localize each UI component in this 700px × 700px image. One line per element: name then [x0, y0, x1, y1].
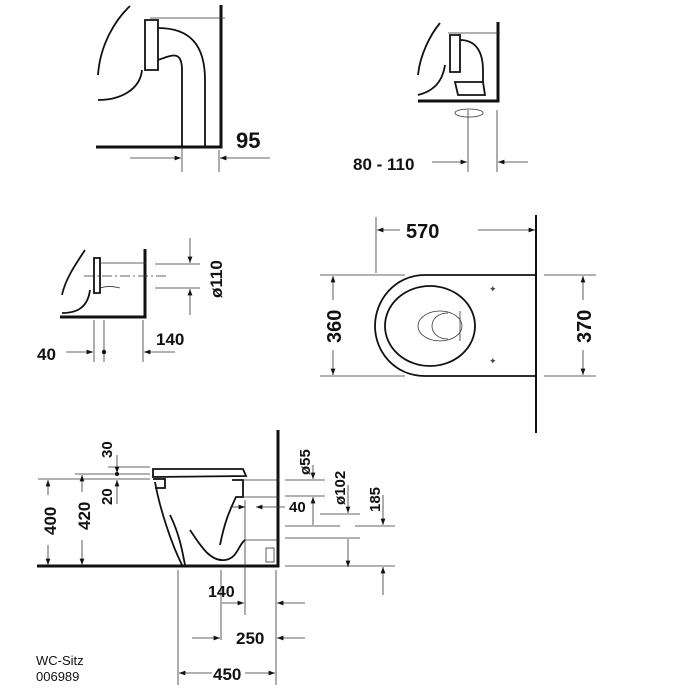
dim-80-110: 80 - 110 [353, 155, 414, 174]
dim-d110: ø110 [207, 260, 226, 298]
dim-570: 570 [406, 221, 439, 243]
dim-40: 40 [37, 345, 56, 364]
dim-d55: ø55 [297, 449, 314, 475]
svg-text:✦: ✦ [489, 284, 497, 294]
dim-95: 95 [236, 128, 260, 153]
dim-185: 185 [367, 487, 384, 512]
svg-text:✦: ✦ [489, 356, 497, 366]
dim-140-side: 140 [208, 584, 235, 601]
plan-view: ✦ ✦ 570 360 370 [320, 215, 596, 433]
detail-top-left: 95 [96, 5, 270, 172]
dim-30: 30 [99, 441, 116, 458]
dim-140: 140 [156, 330, 184, 349]
detail-middle-left: ø110 40 140 [37, 238, 226, 364]
dim-400: 400 [41, 507, 60, 535]
dim-450: 450 [213, 665, 241, 684]
seat-article-number: 006989 [36, 669, 79, 684]
seat-label: WC-Sitz [36, 653, 84, 668]
detail-top-right: 80 - 110 [353, 22, 528, 174]
dim-370: 370 [574, 310, 596, 343]
dim-420: 420 [75, 502, 94, 530]
dim-20: 20 [99, 488, 116, 505]
side-view: 400 420 30 20 ø55 ø102 40 185 [36, 430, 395, 685]
dim-360: 360 [324, 310, 346, 343]
dim-40-side: 40 [289, 499, 306, 516]
dim-d102: ø102 [332, 471, 349, 505]
dim-250: 250 [236, 629, 264, 648]
